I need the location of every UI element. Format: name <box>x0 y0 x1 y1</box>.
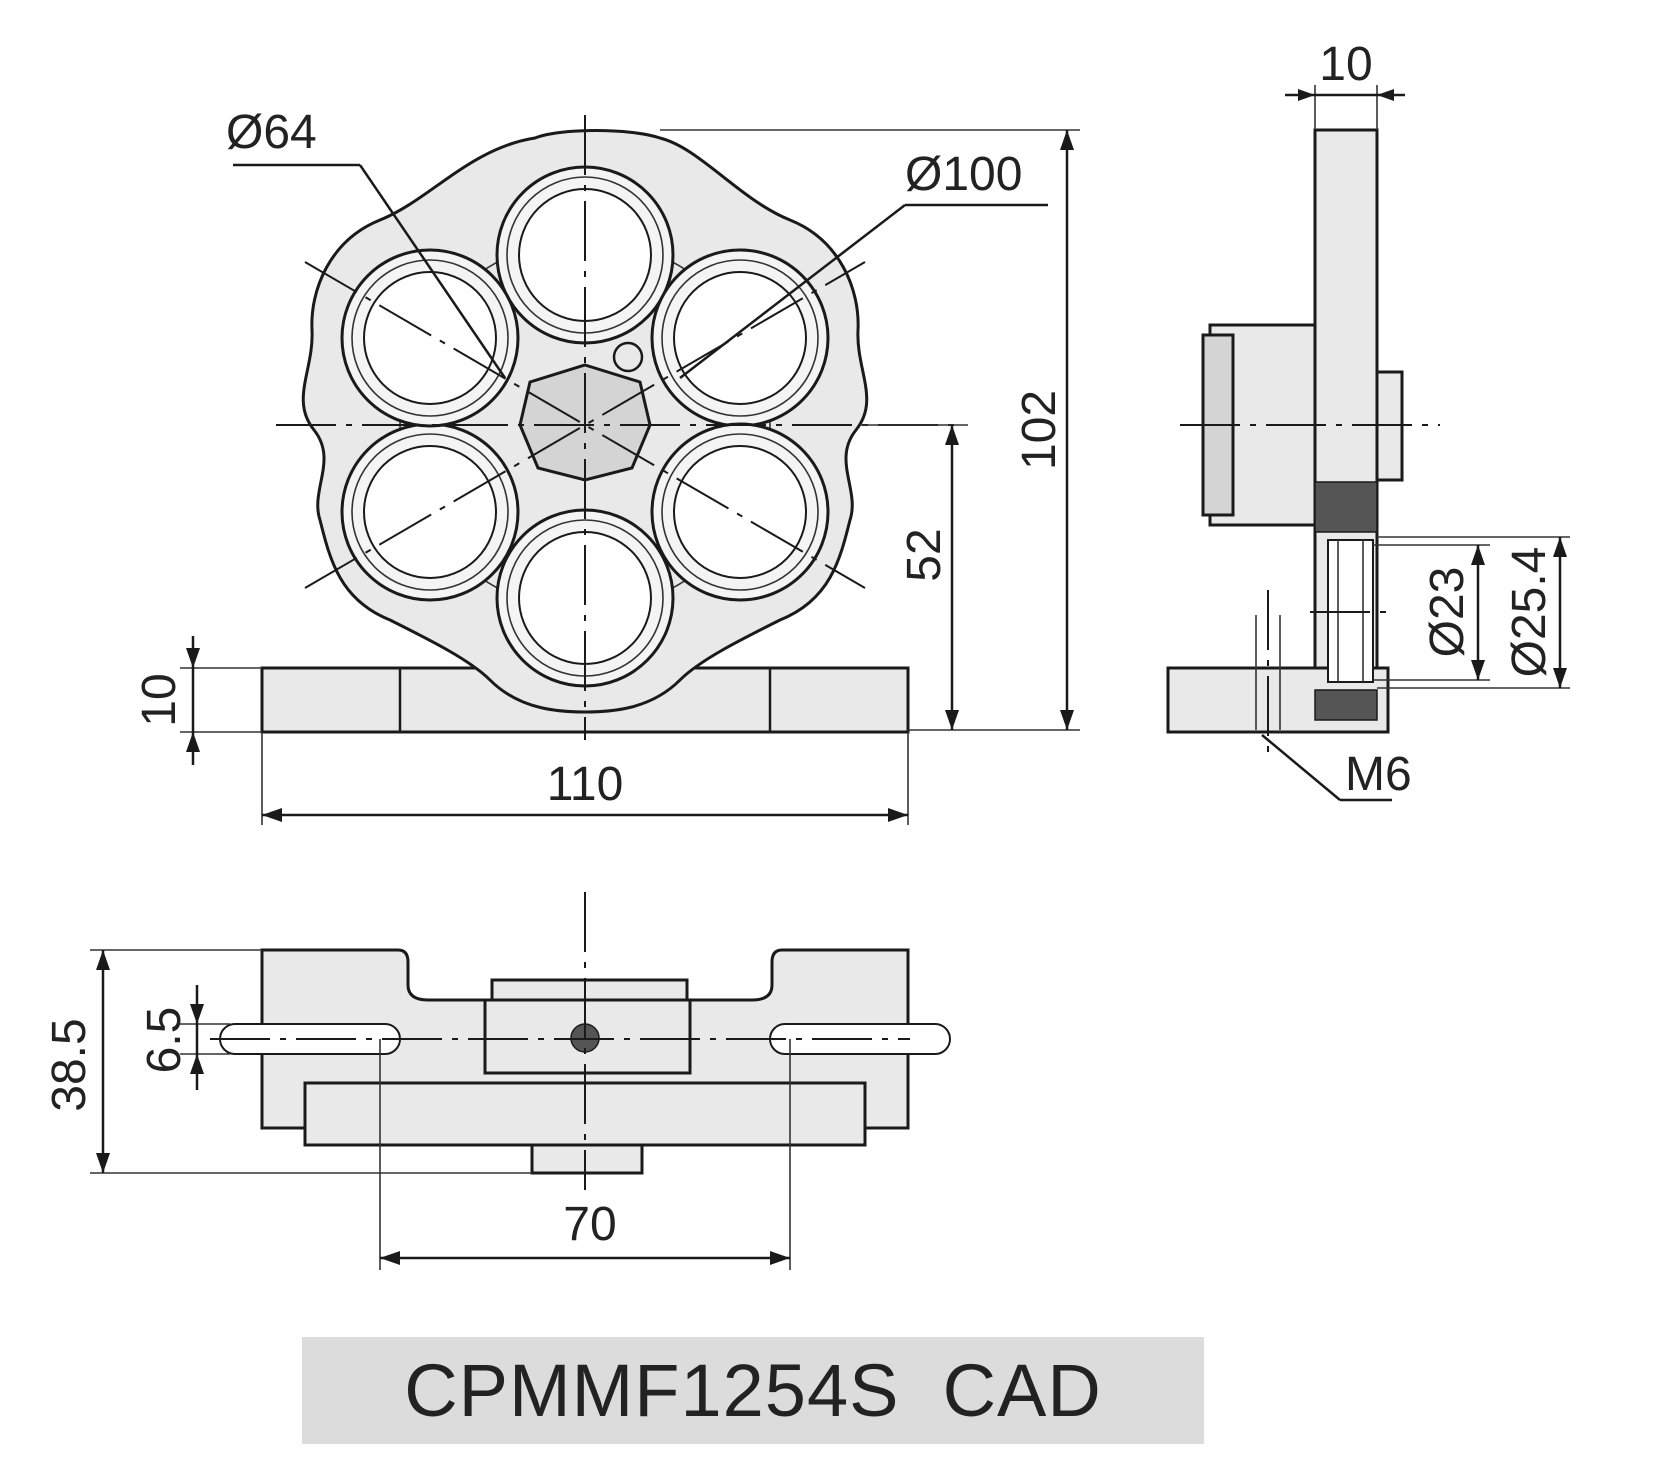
dim-slot-width-6-5: 6.5 <box>138 1007 191 1074</box>
bottom-view: 38.5 6.5 70 <box>43 892 951 1270</box>
filter-hole <box>650 248 830 428</box>
dim-center-height-52: 52 <box>898 528 951 581</box>
filter-hole <box>340 248 520 428</box>
title-banner: CPMMF1254S CAD <box>302 1337 1204 1444</box>
dim-depth-38-5: 38.5 <box>43 1018 96 1111</box>
dim-slot-spacing-70: 70 <box>563 1198 616 1251</box>
front-view: Ø64 Ø100 102 52 10 110 <box>133 106 1080 825</box>
filter-hole <box>650 422 830 602</box>
dim-dia-100: Ø100 <box>905 148 1022 201</box>
dim-base-thickness-10: 10 <box>133 673 186 726</box>
dim-height-102: 102 <box>1013 390 1066 470</box>
index-pin <box>612 341 644 373</box>
drawing-title: CPMMF1254S CAD <box>404 1349 1102 1432</box>
dim-base-width-110: 110 <box>547 758 624 811</box>
dim-bore-dia-23: Ø23 <box>1421 567 1474 658</box>
bottom-nut <box>530 1143 644 1175</box>
filter-hole <box>340 422 520 602</box>
dim-counterbore-dia-25-4: Ø25.4 <box>1503 547 1556 678</box>
dim-thread-m6: M6 <box>1345 748 1412 801</box>
side-view: 10 Ø23 Ø25.4 M6 <box>1166 38 1570 802</box>
dim-dia-64: Ø64 <box>226 106 317 159</box>
dim-plate-thickness-10: 10 <box>1319 38 1372 91</box>
